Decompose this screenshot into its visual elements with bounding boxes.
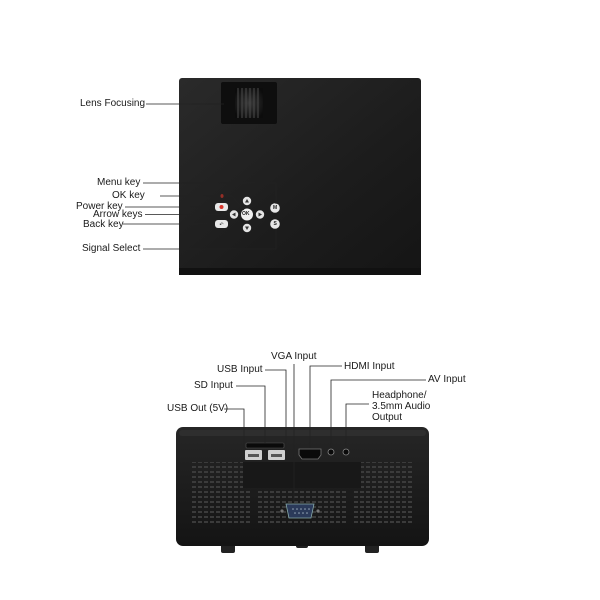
leader-ok [160,195,245,211]
leader-sd [236,385,266,443]
hdmi-port [298,448,322,460]
menu-key [270,203,280,213]
sd-card-slot [245,442,285,449]
vent-grille-right [352,462,412,524]
label-signal-select: Signal Select [82,243,141,254]
ok-key [241,208,253,221]
headphone-jack [342,448,350,456]
label-usb-input: USB Input [217,364,263,375]
label-back-key: Back key [83,219,124,230]
label-headphone-output: Headphone/ 3.5mm Audio Output [372,390,431,423]
projector-rear-view [176,364,429,553]
svg-text:↶: ↶ [219,222,223,228]
leader-usb-out [224,408,245,448]
leader-usb-in [265,369,287,448]
signal-select-key [270,219,280,229]
projector-top-bottom-edge [179,268,421,275]
vent-grille-left [192,462,252,524]
leader-headphone [345,403,369,448]
projector-top-view: ↶ [123,78,421,275]
leader-signal [143,229,277,250]
label-lens-focusing: Lens Focusing [80,98,146,109]
leader-hdmi [309,365,342,448]
control-panel: ↶ [215,194,280,233]
leader-menu [143,182,277,204]
label-menu-key: Menu key [97,177,141,188]
top-leader-lines [123,103,277,250]
label-av-input: AV Input [428,374,466,385]
lens-focus-wheel [221,82,277,124]
projector-top-body [179,78,421,274]
back-key [215,220,228,228]
label-vga-input: VGA Input [271,351,317,362]
signal-key-glyph: S [273,221,277,227]
label-ok-key: OK key [112,190,145,201]
label-hdmi-input: HDMI Input [344,361,395,372]
label-sd-input: SD Input [194,380,233,391]
ok-key-glyph: OK [242,211,250,217]
av-input-jack [327,448,335,456]
leader-av [330,379,426,448]
label-power-key: Power key [76,201,123,212]
vga-port [285,503,315,519]
rear-leader-lines [224,364,426,502]
label-usb-out: USB Out (5V) [167,403,229,414]
label-arrow-keys: Arrow keys [93,209,143,220]
menu-key-glyph: M [273,205,278,211]
